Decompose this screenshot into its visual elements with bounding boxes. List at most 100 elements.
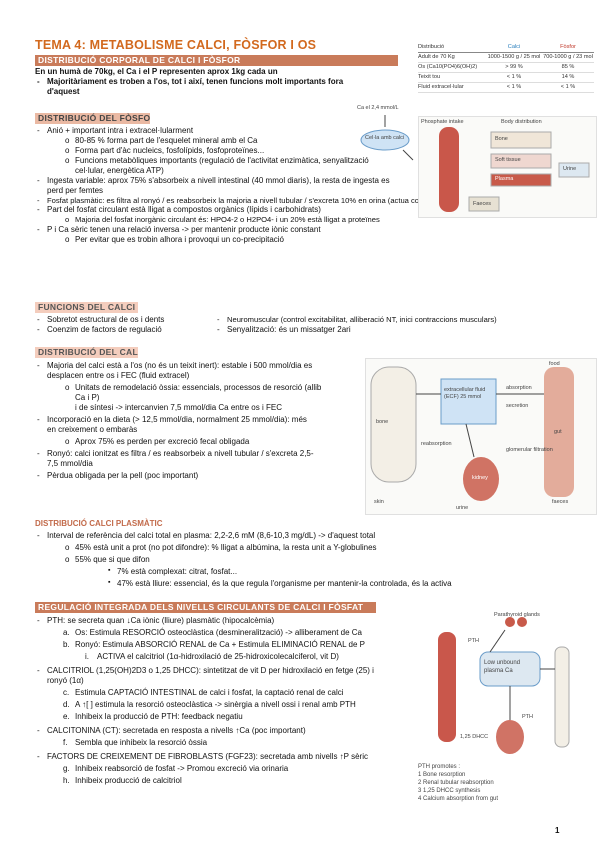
section-body-calci: Majoria del calci està a l'os (no és un … xyxy=(35,361,365,481)
bullet: Fosfat plasmàtic: es filtra al ronyó / e… xyxy=(35,196,457,205)
list-letter: i. xyxy=(85,652,89,661)
figure-label: urine xyxy=(456,505,469,511)
bullet-continuation: d'aquest xyxy=(47,87,80,96)
figure-label: Low unbound plasma Ca xyxy=(484,660,521,674)
list-letter: a. xyxy=(63,628,70,637)
list-item: Inhibeix producció de calcitriol xyxy=(75,776,182,785)
table-row: Adult de 70 Kg 1000-1500 g / 25 mol 700-… xyxy=(418,53,594,63)
calcium-flux-figure: bone extracellular fluid (ECF) 25 mmol f… xyxy=(365,358,597,515)
section-header-funcions-calci: FUNCIONS DEL CALCI xyxy=(35,302,138,313)
list-item: Inhibeix reabsorció de fosfat -> Promou … xyxy=(75,764,289,773)
gut-tube-shape xyxy=(439,127,459,212)
sub-sub-bullet: 7% està complexat: citrat, fosfat... xyxy=(35,567,575,577)
figure-label: Soft tissue xyxy=(495,157,521,163)
section-body-distribucio-corporal: En un humà de 70kg, el Ca i el P represe… xyxy=(35,67,410,97)
bone-box xyxy=(490,131,552,149)
table-row: Teixit tou < 1 % 14 % xyxy=(418,73,594,83)
faeces-box xyxy=(468,196,500,212)
list-letter: f. xyxy=(63,738,68,747)
sub-bullet: Majoria del fosfat inorgànic circulant é… xyxy=(35,215,415,224)
bullet-calcitonina: CALCITONINA (CT): secretada en resposta … xyxy=(35,726,430,736)
figure-legend-item: 2 Renal tubular reabsorption xyxy=(418,780,494,786)
table-cell: > 99 % xyxy=(505,63,523,70)
figure-label: faeces xyxy=(552,499,569,505)
figure-label: glomerular filtration xyxy=(506,447,553,453)
figure-label: Bone xyxy=(495,136,508,142)
regulation-arrow xyxy=(489,629,506,653)
diagram-label: Ca el 2,4 mmol/L xyxy=(357,105,399,111)
bullet-calcitriol: CALCITRIOL (1,25(OH)2D3 o 1,25 DHCC): si… xyxy=(35,666,430,676)
sub-bullet-continuation: i de síntesi -> intercanvien 7,5 mmol/di… xyxy=(75,403,282,412)
flux-arrow xyxy=(465,423,475,458)
list-letter: c. xyxy=(63,688,70,697)
phosphate-distribution-figure: Phosphate intake Body distribution Bone … xyxy=(418,116,597,218)
figure-label: secretion xyxy=(506,403,529,409)
section-header-calci-plasmatic: DISTRIBUCIÓ CALCI PLASMÀTIC xyxy=(35,519,163,528)
table-header: Distribució Calci Fòsfor xyxy=(418,44,594,53)
gut-tube-shape xyxy=(438,632,456,742)
phosphate-figure-art xyxy=(439,127,590,212)
figure-label: absorption xyxy=(506,385,532,391)
kidney-shape xyxy=(463,457,499,501)
bullet: Majoria del calci està a l'os (no és un … xyxy=(35,361,365,371)
soft-tissue-box xyxy=(490,153,552,169)
bullet: Pèrdua obligada per la pell (poc importa… xyxy=(35,471,365,481)
bullet-fgf23: FACTORS DE CREIXEMENT DE FIBROBLASTS (FG… xyxy=(35,752,430,762)
bullet-pth: PTH: se secreta quan ↓Ca iònic (lliure) … xyxy=(35,616,430,626)
sub-bullet: Aprox 75% es perden per excreció fecal o… xyxy=(35,437,365,447)
table-cell: Os (Ca10(PO4)6(OH)2) xyxy=(418,63,478,70)
bullet: Coenzim de factors de regulació xyxy=(35,325,162,335)
figure-label: Plasma xyxy=(495,176,514,182)
section-header-distribucio-fosfor: DISTRIBUCIÓ DEL FÒSFOR xyxy=(35,113,150,124)
distribution-table: Distribució Calci Fòsfor Adult de 70 Kg … xyxy=(418,44,594,93)
list-letter: d. xyxy=(63,700,70,709)
bullet: P i Ca sèric tenen una relació inversa -… xyxy=(35,225,415,235)
figure-legend-title: PTH promotes : xyxy=(418,764,461,770)
figure-label: gut xyxy=(554,429,562,435)
sub-bullet: Per evitar que es trobin alhora i provoq… xyxy=(35,235,415,245)
figure-label: food xyxy=(549,361,560,367)
sub-bullet: Forma part d'àc nucleics, fosfolípids, f… xyxy=(35,146,415,156)
page-number: 1 xyxy=(555,826,560,835)
bullet-continuation: ronyó (1α) xyxy=(47,676,84,685)
table-row: Os (Ca10(PO4)6(OH)2) > 99 % 85 % xyxy=(418,63,594,73)
section-body-regulacio: PTH: se secreta quan ↓Ca iònic (lliure) … xyxy=(35,616,430,786)
bullet: Interval de referència del calci total e… xyxy=(35,531,575,541)
section-body-fosfor: Anió + important intra i extracel·lularm… xyxy=(35,126,457,245)
list-letter: g. xyxy=(63,764,70,773)
bullet: Sobretot estructural de os i dents xyxy=(35,315,164,325)
section-header-distribucio-corporal: DISTRIBUCIÓ CORPORAL DE CALCI I FÒSFOR xyxy=(35,55,398,66)
urine-box xyxy=(558,162,590,178)
table-header-cell: Fòsfor xyxy=(560,44,576,50)
sub-bullet: 80-85 % forma part de l'esquelet mineral… xyxy=(35,136,415,146)
figure-label: 1,25 DHCC xyxy=(460,734,489,740)
ecf-box xyxy=(440,378,497,425)
table-cell: Fluid extracel·lular xyxy=(418,83,464,90)
figure-label: Phosphate intake xyxy=(421,119,464,125)
plasma-box xyxy=(490,173,552,187)
figure-label: Body distribution xyxy=(501,119,542,125)
cell-shape xyxy=(360,129,410,151)
table-cell: < 1 % xyxy=(560,83,576,90)
table-cell: Teixit tou xyxy=(418,73,441,80)
section-body-funcions: Sobretot estructural de os i dents Neuro… xyxy=(35,315,580,335)
parathyroid-gland-shape xyxy=(517,617,527,627)
bone-shape xyxy=(370,366,417,483)
pth-regulation-figure: Parathyroid glands PTH Low unbound plasm… xyxy=(410,612,595,812)
bullet: Majoritàriament es troben a l'os, tot i … xyxy=(35,77,410,87)
table-cell: 14 % xyxy=(561,73,575,80)
sub-bullet-continuation: Ca i P) xyxy=(75,393,100,402)
list-item: Sembla que inhibeix la resorció òssia xyxy=(75,738,208,747)
sub-bullet: Funcions metabòliques importants (regula… xyxy=(35,156,415,166)
table-header-cell: Distribució xyxy=(418,44,445,50)
sub-bullet-continuation: cel·lular, energètica ATP) xyxy=(75,166,164,175)
section-header-regulacio: REGULACIÓ INTEGRADA DELS NIVELLS CIRCULA… xyxy=(35,602,376,613)
cell-figure xyxy=(360,115,414,161)
pth-figure-art xyxy=(438,617,570,754)
section-header-distribucio-calci: DISTRIBUCIÓ DEL CALCI xyxy=(35,347,138,358)
table-cell: 1000-1500 g / 25 mol xyxy=(487,53,541,60)
cell-diagram: Ca el 2,4 mmol/L Cel·la amb calci xyxy=(355,105,415,165)
diagram-arrow xyxy=(402,149,414,161)
figure-label: Faeces xyxy=(473,201,492,207)
figure-label: reabsorption xyxy=(421,441,452,447)
